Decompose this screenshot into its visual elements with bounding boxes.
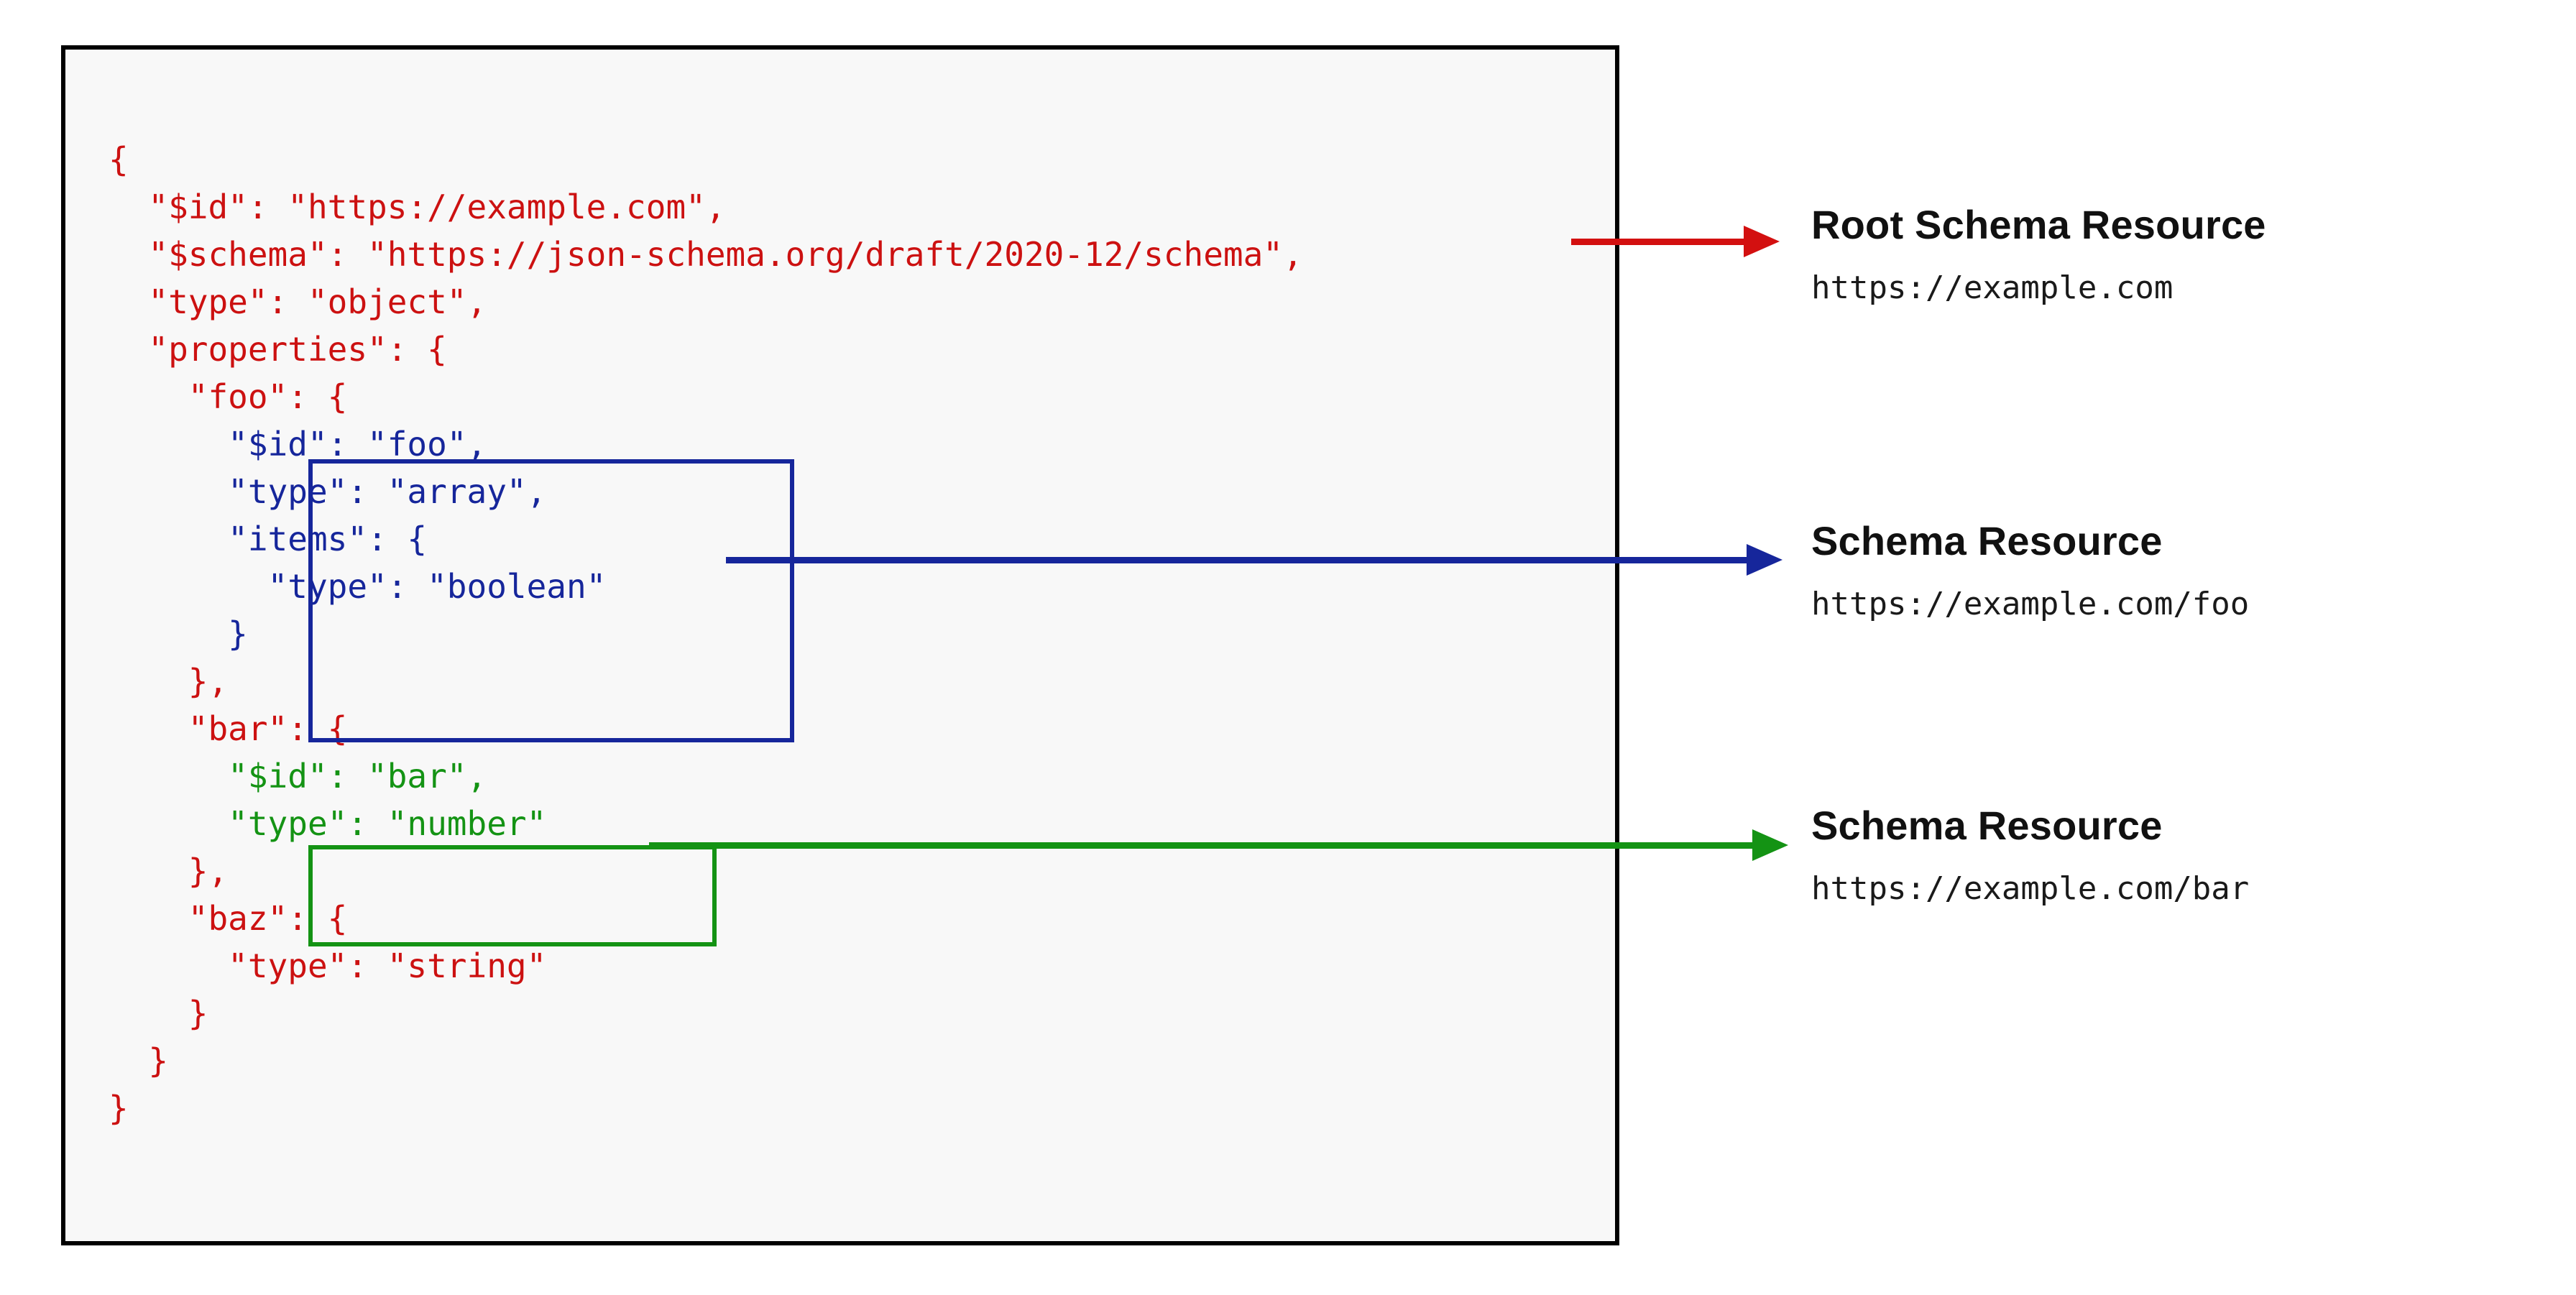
code-line: "type": "array",: [109, 472, 547, 511]
arrow-head-icon: [1744, 226, 1780, 257]
code-line: "$id": "https://example.com",: [109, 188, 726, 226]
code-line: },: [109, 662, 229, 701]
json-code-block: { "$id": "https://example.com", "$schema…: [109, 136, 1303, 1132]
arrow-head-icon: [1752, 829, 1788, 861]
bar-schema-annotation: Schema Resource https://example.com/bar: [1811, 803, 2249, 907]
code-line: }: [109, 994, 208, 1033]
code-line: "$id": "bar",: [109, 757, 487, 796]
code-line: "type": "boolean": [109, 567, 607, 606]
code-line: "type": "object",: [109, 282, 487, 321]
code-line: }: [109, 1041, 169, 1080]
arrow-shaft: [726, 557, 1752, 563]
json-code-panel: { "$id": "https://example.com", "$schema…: [61, 45, 1619, 1245]
bar-subschema-highlight-box: [308, 845, 717, 946]
annotation-title: Schema Resource: [1811, 803, 2163, 848]
code-line: {: [109, 140, 129, 179]
foo-subschema-highlight-box: [308, 459, 794, 742]
arrow-shaft: [649, 842, 1758, 849]
arrow-head-icon: [1747, 544, 1782, 576]
code-line: "bar": {: [109, 709, 348, 748]
root-schema-annotation: Root Schema Resource https://example.com: [1811, 203, 2266, 306]
annotation-url: https://example.com/foo: [1811, 586, 2250, 622]
annotation-title: Schema Resource: [1811, 518, 2163, 563]
foo-schema-annotation: Schema Resource https://example.com/foo: [1811, 519, 2249, 622]
code-line: "foo": {: [109, 377, 348, 416]
code-line: "type": "number": [109, 804, 547, 843]
code-line: "$schema": "https://json-schema.org/draf…: [109, 235, 1303, 274]
annotation-url: https://example.com: [1811, 269, 2174, 306]
annotation-url: https://example.com/bar: [1811, 870, 2250, 907]
code-line: "properties": {: [109, 330, 447, 369]
code-line: }: [109, 614, 248, 653]
code-line: },: [109, 852, 229, 890]
code-line: "items": {: [109, 520, 428, 558]
arrow-shaft: [1571, 239, 1749, 245]
code-line: "$id": "foo",: [109, 425, 487, 464]
annotation-title: Root Schema Resource: [1811, 202, 2266, 247]
code-line: "type": "string": [109, 946, 547, 985]
code-line: }: [109, 1089, 129, 1128]
code-line: "baz": {: [109, 899, 348, 938]
